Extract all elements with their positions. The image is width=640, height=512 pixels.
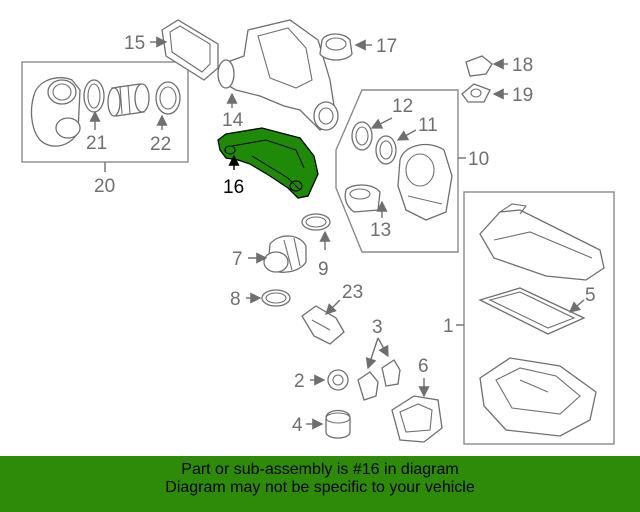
part-13-duct (344, 184, 381, 213)
label-20: 20 (94, 176, 115, 197)
part-12-ring (351, 121, 373, 151)
banner-line-1: Part or sub-assembly is #16 in diagram (181, 461, 459, 478)
part-20-housing (30, 77, 81, 147)
label-3: 3 (372, 317, 383, 338)
label-11: 11 (418, 115, 438, 136)
part-1-lower-case (479, 357, 597, 437)
part-21-ring (83, 79, 105, 113)
part-6-duct (391, 395, 443, 443)
part-10-housing (397, 143, 453, 221)
banner-line-2: Diagram may not be specific to your vehi… (165, 479, 475, 496)
label-16: 16 (223, 177, 244, 198)
part-1-cover (479, 203, 605, 281)
label-15: 15 (124, 33, 145, 54)
part-15-gasket (161, 19, 219, 81)
parts-diagram: 21 22 20 15 14 17 18 19 10 (21, 19, 615, 445)
part-9-ring (301, 213, 331, 231)
part-22-ring (155, 81, 181, 115)
part-3-brackets (357, 359, 401, 401)
info-banner: Part or sub-assembly is #16 in diagram D… (0, 456, 640, 512)
part-23-bracket (301, 305, 345, 345)
label-2: 2 (294, 371, 305, 392)
part-2-mount (327, 369, 349, 391)
part-20-coupler (107, 83, 150, 117)
label-22: 22 (150, 134, 171, 155)
group-box-10 (335, 89, 466, 253)
part-7-hose (263, 235, 307, 273)
label-7: 7 (232, 249, 243, 270)
label-17: 17 (376, 36, 397, 57)
label-13: 13 (370, 220, 391, 241)
part-5-filter (478, 287, 586, 335)
part-17-sensor (319, 33, 353, 61)
label-12: 12 (392, 96, 413, 117)
part-8-ring (261, 289, 291, 307)
label-19: 19 (512, 85, 533, 106)
label-8: 8 (230, 289, 241, 310)
label-14: 14 (222, 110, 244, 131)
group-box-20 (21, 61, 189, 172)
label-10: 10 (468, 149, 489, 170)
label-1: 1 (443, 316, 454, 337)
part-14-intake (217, 19, 339, 131)
group-box-1 (456, 191, 615, 445)
label-9: 9 (318, 259, 329, 280)
label-6: 6 (418, 356, 429, 377)
part-19-grommet (461, 83, 491, 103)
label-4: 4 (292, 415, 303, 436)
label-5: 5 (585, 285, 596, 306)
label-23: 23 (342, 282, 363, 303)
label-21: 21 (86, 133, 107, 154)
label-18: 18 (512, 55, 533, 76)
part-4-mount (325, 409, 351, 439)
part-18-clip (465, 55, 493, 77)
part-11-ring (375, 135, 397, 165)
